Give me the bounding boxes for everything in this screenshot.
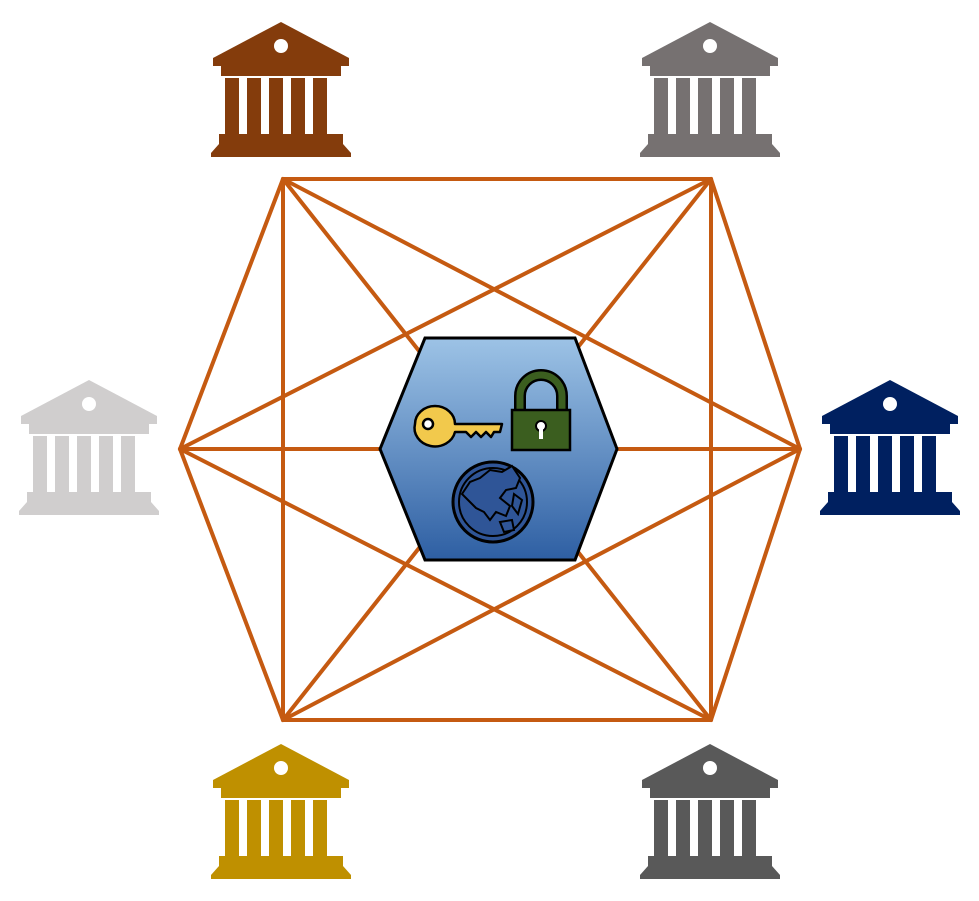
- edge-right-to-bottom-left: [281, 447, 802, 722]
- central-hub: [378, 336, 619, 562]
- padlock-icon: [510, 369, 572, 452]
- edge-bottom-left-to-left: [178, 447, 285, 722]
- bank-icon-left: [19, 380, 159, 515]
- bank-icon-top-right: [640, 22, 780, 157]
- globe-icon: [451, 460, 535, 544]
- bank-icon-top-left: [211, 22, 351, 157]
- bank-icon-right: [820, 380, 960, 515]
- edge-top-right-to-right: [709, 177, 802, 451]
- connection-edges: [178, 177, 802, 722]
- edge-top-right-to-left: [178, 177, 713, 451]
- edge-top-left-to-right: [281, 177, 802, 451]
- edge-right-to-bottom-right: [709, 447, 802, 722]
- bank-icon-bottom-right: [640, 744, 780, 879]
- bank-icon-bottom-left: [211, 744, 351, 879]
- key-icon: [413, 404, 504, 448]
- edge-bottom-right-to-left: [178, 447, 713, 722]
- edge-top-left-to-left: [178, 177, 285, 451]
